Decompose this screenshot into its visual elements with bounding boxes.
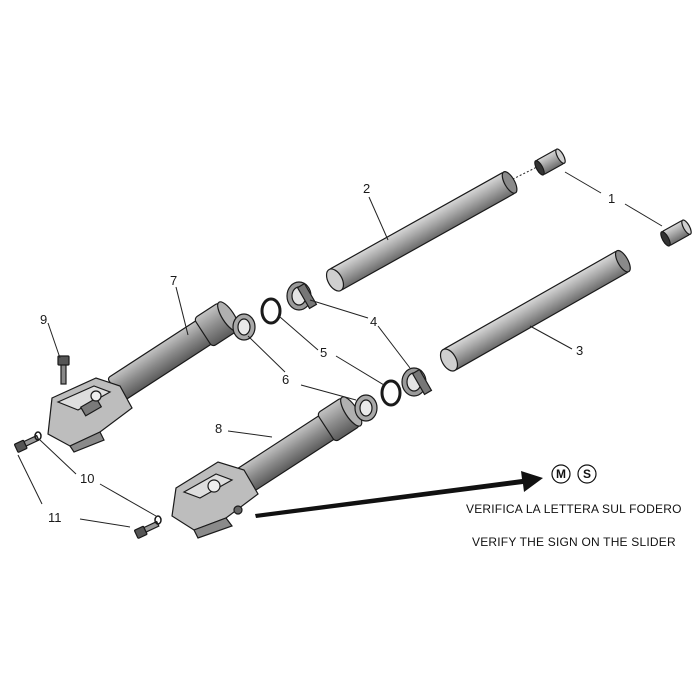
circlip-5-front bbox=[380, 379, 402, 407]
slider-8 bbox=[171, 396, 363, 539]
callout-4: 4 bbox=[370, 314, 377, 329]
callout-11: 11 bbox=[48, 510, 62, 525]
slider-marking-arrow bbox=[255, 471, 543, 518]
callout-3: 3 bbox=[576, 343, 583, 358]
slider-7 bbox=[47, 301, 240, 453]
washer-10-front bbox=[154, 515, 162, 525]
svg-text:S: S bbox=[583, 467, 591, 481]
oil-seal-6-rear bbox=[232, 313, 256, 341]
washer-10-rear bbox=[34, 431, 42, 441]
screw-11-front bbox=[134, 520, 160, 539]
dust-seal-4-front bbox=[401, 367, 433, 397]
callout-7: 7 bbox=[170, 273, 177, 288]
leader-lines bbox=[17, 171, 663, 528]
fork-tube-2 bbox=[325, 166, 538, 292]
screw-9 bbox=[57, 355, 70, 385]
marking-m-badge: M bbox=[551, 464, 571, 484]
callout-5: 5 bbox=[320, 345, 327, 360]
screw-11-rear bbox=[14, 434, 40, 453]
dust-seal-4-rear bbox=[286, 281, 318, 311]
circlip-5-rear bbox=[260, 297, 282, 325]
oil-seal-6-front bbox=[354, 394, 378, 422]
svg-text:M: M bbox=[556, 467, 566, 481]
fork-tube-3 bbox=[439, 249, 631, 372]
callout-1: 1 bbox=[608, 191, 615, 206]
top-cap-rear bbox=[534, 148, 566, 176]
callout-9: 9 bbox=[40, 312, 47, 327]
marking-s-badge: S bbox=[577, 464, 597, 484]
callout-8: 8 bbox=[215, 421, 222, 436]
callout-10: 10 bbox=[80, 471, 94, 486]
callout-2: 2 bbox=[363, 181, 370, 196]
note-english: VERIFY THE SIGN ON THE SLIDER bbox=[472, 535, 676, 549]
note-italian: VERIFICA LA LETTERA SUL FODERO bbox=[466, 502, 682, 516]
top-cap-front bbox=[660, 219, 692, 247]
callout-6: 6 bbox=[282, 372, 289, 387]
